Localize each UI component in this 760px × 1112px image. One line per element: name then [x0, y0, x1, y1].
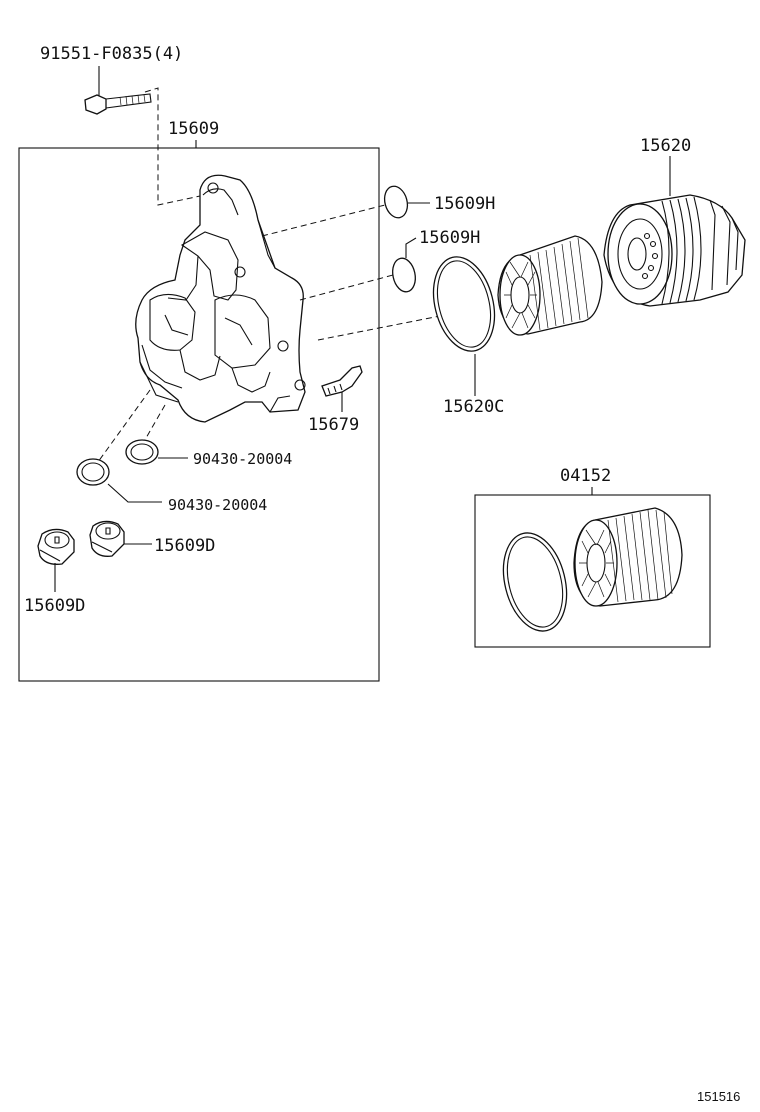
- kit-filter-element: [573, 507, 683, 607]
- cap-label: 15620: [640, 136, 691, 156]
- housing-label: 15609: [168, 119, 219, 139]
- oil-filter-housing: [135, 174, 306, 423]
- oring-15609h-1: [383, 185, 409, 219]
- kit-gasket: [502, 532, 568, 632]
- oring-15609h-2: [392, 257, 416, 293]
- align-line-5: [141, 404, 166, 446]
- washer-2-label: 90430-20004: [168, 496, 267, 514]
- plug-2-label: 15609D: [24, 596, 85, 616]
- plug-15609d-2: [37, 528, 75, 565]
- gasket-15620c: [432, 256, 496, 352]
- plug-15609d-1: [89, 520, 125, 557]
- oring-h1-label: 15609H: [434, 194, 495, 214]
- oring-h2-leader: [405, 237, 417, 258]
- align-line-3: [317, 315, 441, 341]
- bolt-label: 91551-F0835(4): [40, 44, 183, 64]
- align-line-1: [261, 204, 386, 237]
- oil-filter-element: [497, 235, 603, 336]
- oil-filter-cap: [603, 194, 746, 307]
- housing-kit-box: [18, 147, 380, 682]
- plug-1-label: 15609D: [154, 536, 215, 556]
- oring-h2-label: 15609H: [419, 228, 480, 248]
- align-line-4: [97, 389, 151, 463]
- element-kit-label: 04152: [560, 466, 611, 486]
- washer-2-leader: [107, 483, 162, 503]
- clip-label: 15679: [308, 415, 359, 435]
- clip-part: [321, 365, 363, 397]
- washer-1-label: 90430-20004: [193, 450, 292, 468]
- reference-number: 151516: [697, 1089, 740, 1104]
- bolt-dashed-path: [144, 87, 201, 206]
- gasket-label: 15620C: [443, 397, 504, 417]
- bolt-part: [84, 93, 152, 115]
- align-line-2: [299, 274, 394, 301]
